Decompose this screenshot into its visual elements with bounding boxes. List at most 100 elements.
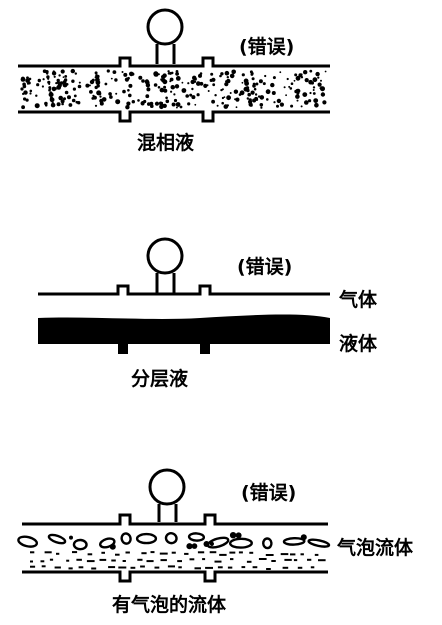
- droplet: [96, 90, 102, 96]
- droplet: [104, 82, 108, 86]
- droplet: [243, 86, 249, 92]
- droplet: [128, 83, 133, 88]
- gas-bubbles: [17, 532, 331, 551]
- droplet: [290, 104, 294, 108]
- droplet: [162, 79, 168, 85]
- droplet: [175, 70, 179, 73]
- droplet: [312, 89, 315, 91]
- droplet: [285, 94, 287, 97]
- droplet: [175, 72, 180, 76]
- droplet: [171, 102, 176, 107]
- bubble-dot: [109, 543, 116, 550]
- droplet: [60, 99, 65, 104]
- bubble: [99, 537, 116, 549]
- droplet: [258, 79, 263, 84]
- droplet: [173, 93, 176, 96]
- droplet: [295, 75, 301, 81]
- droplet: [88, 84, 91, 87]
- droplet: [94, 104, 98, 107]
- droplet: [273, 101, 276, 104]
- caption-mixed-phase: 混相液: [137, 132, 195, 154]
- droplet: [262, 82, 266, 86]
- droplet: [181, 81, 184, 84]
- droplet: [160, 78, 163, 81]
- droplet: [23, 90, 28, 95]
- droplet: [315, 102, 318, 106]
- droplet: [49, 88, 52, 91]
- pipe-top-wall: [18, 56, 330, 68]
- droplet: [29, 89, 33, 93]
- droplet: [233, 89, 239, 94]
- droplet: [241, 81, 244, 84]
- droplet: [165, 99, 170, 104]
- droplet: [312, 77, 318, 83]
- bubble: [262, 537, 273, 550]
- droplet: [20, 77, 26, 82]
- droplet: [196, 81, 201, 86]
- droplet: [289, 87, 293, 90]
- droplet: [167, 72, 170, 75]
- droplet: [304, 78, 309, 83]
- bubble: [120, 532, 132, 545]
- droplet: [53, 75, 56, 78]
- droplet: [194, 103, 197, 106]
- droplet: [221, 96, 224, 100]
- droplet: [72, 87, 76, 91]
- droplet: [65, 83, 69, 86]
- pressure-gauge-icon: [148, 468, 186, 522]
- droplet: [143, 99, 147, 104]
- droplet: [224, 82, 229, 87]
- bubble-dot: [186, 543, 193, 550]
- droplet: [294, 73, 298, 77]
- droplet: [192, 75, 197, 81]
- droplet: [127, 89, 130, 92]
- droplet: [246, 97, 249, 100]
- droplet: [63, 78, 68, 82]
- droplet: [131, 72, 135, 76]
- droplet: [47, 77, 50, 80]
- droplet: [62, 76, 65, 78]
- droplet: [319, 87, 322, 89]
- droplet: [210, 72, 214, 76]
- droplet: [264, 74, 267, 78]
- bubble-dot: [235, 532, 242, 539]
- droplet: [163, 88, 168, 93]
- droplet: [271, 91, 276, 95]
- droplet: [251, 77, 255, 81]
- bubble: [72, 538, 88, 551]
- droplet: [252, 84, 256, 88]
- droplet: [315, 71, 320, 77]
- droplet: [312, 86, 316, 89]
- droplet: [67, 95, 71, 100]
- droplet: [99, 95, 102, 98]
- droplet: [26, 82, 30, 85]
- droplet: [68, 103, 73, 107]
- droplet: [25, 78, 30, 83]
- droplet: [77, 84, 82, 89]
- droplet: [35, 94, 38, 97]
- droplet: [78, 81, 81, 84]
- droplet: [309, 69, 313, 73]
- droplet: [122, 89, 126, 94]
- droplet: [175, 102, 181, 107]
- droplet: [300, 105, 303, 108]
- droplet: [224, 70, 230, 76]
- droplet: [146, 87, 151, 92]
- droplet: [191, 87, 194, 91]
- droplet: [74, 72, 78, 75]
- droplet: [131, 100, 135, 104]
- bubble-dot: [209, 541, 214, 547]
- droplet: [37, 78, 41, 83]
- droplet: [308, 79, 313, 85]
- droplet: [110, 77, 113, 80]
- droplet: [36, 83, 40, 87]
- bubble-dot: [203, 541, 210, 547]
- liquid-layer: [38, 314, 330, 344]
- droplet: [121, 71, 124, 73]
- droplet: [145, 94, 150, 99]
- droplet: [60, 69, 65, 74]
- droplet: [175, 76, 181, 81]
- droplet: [187, 82, 190, 85]
- droplet: [141, 79, 145, 83]
- bubble: [47, 533, 67, 545]
